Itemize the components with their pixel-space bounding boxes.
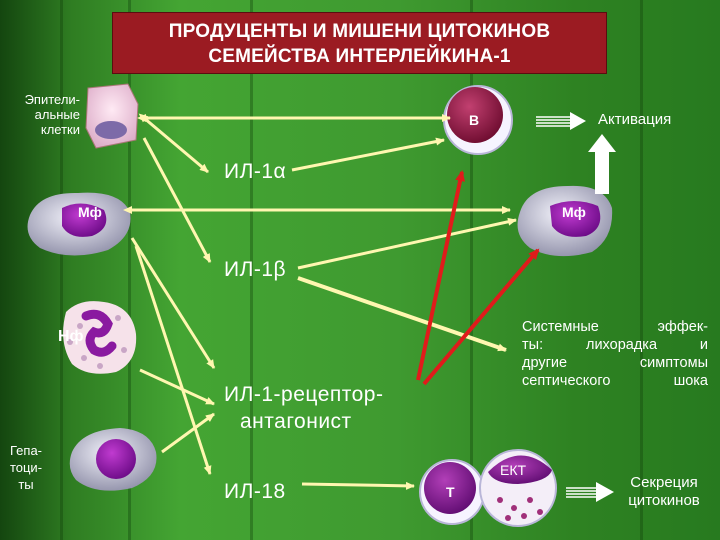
background-stripe <box>640 0 643 540</box>
hepatocytes-label-line-2: тоци- <box>9 460 43 475</box>
hepatocytes-label-line-1: Гепа- <box>10 443 42 458</box>
background-stripe <box>128 0 131 540</box>
epithelial-label-line-1: Эпители- <box>24 92 80 107</box>
arrow-macrophage-il18 <box>134 245 212 475</box>
arrow-macrophage-il1ra <box>130 237 216 369</box>
slide-title: ПРОДУЦЕНТЫ И МИШЕНИ ЦИТОКИНОВ СЕМЕЙСТВА … <box>112 12 607 74</box>
systemic-effects-line-2: ты: лихорадка и <box>522 337 708 353</box>
arrow-antagonist-b-cell <box>416 170 466 381</box>
background-stripe <box>470 0 473 540</box>
hepatocytes-label: Гепа- тоци- ты <box>4 442 48 493</box>
activation-label: Активация <box>598 111 672 128</box>
secretion-arrow-icon <box>566 482 614 502</box>
il1ra-label-line-2: антагонист <box>240 410 352 433</box>
b-cell-label: В <box>469 112 480 128</box>
systemic-effects-line-4: септического шока <box>522 373 708 389</box>
title-line-2: СЕМЕЙСТВА ИНТЕРЛЕЙКИНА-1 <box>208 46 511 67</box>
il1ra-label-line-1: ИЛ-1-рецептор- <box>224 383 384 406</box>
macrophage-target-icon <box>517 185 613 257</box>
b-cell-icon <box>443 85 513 155</box>
epithelial-label-line-3: клетки <box>40 122 80 137</box>
background-stripe <box>250 0 253 540</box>
antagonist-arrows <box>416 170 540 386</box>
epithelial-label: Эпители- альные клетки <box>8 92 80 137</box>
arrow-hepatocyte-il1ra <box>161 412 215 454</box>
il1ra-label: ИЛ-1-рецептор- антагонист <box>224 381 383 435</box>
arrow-il1b-macrophage <box>297 217 517 270</box>
t-cell-label: Т <box>446 484 455 500</box>
ekt-label: ЕКТ <box>500 462 527 478</box>
il1b-label: ИЛ-1β <box>224 258 287 281</box>
arrow-neutrophil-il1ra <box>139 368 215 406</box>
arrow-epithelial-il1a <box>138 113 209 174</box>
il18-label: ИЛ-18 <box>224 480 286 503</box>
producer-arrows <box>123 113 517 490</box>
secretion-label-line-1: Секреция <box>630 474 698 491</box>
il1a-label: ИЛ-1α <box>224 160 287 183</box>
systemic-effects-line-3: другие симптомы <box>522 355 708 371</box>
activation-arrow-icon <box>536 112 586 130</box>
arrow-epithelial-il1b <box>142 137 212 263</box>
title-line-1: ПРОДУЦЕНТЫ И МИШЕНИ ЦИТОКИНОВ <box>168 21 551 42</box>
epithelial-cell-icon <box>85 83 139 149</box>
arrow-antagonist-macrophage <box>422 248 540 386</box>
arrow-il18-t-cell <box>301 481 415 490</box>
nk-cell-icon <box>479 449 557 527</box>
arrow-il1b-systemic <box>297 276 507 352</box>
secretion-label-line-2: цитокинов <box>628 492 700 509</box>
macrophage-target-label: Мф <box>562 204 586 220</box>
background-stripe <box>60 0 63 540</box>
epithelial-label-line-2: альные <box>34 107 80 122</box>
macrophage-producer-icon <box>27 192 131 256</box>
neutrophil-producer-icon <box>63 301 137 374</box>
systemic-effects-line-1: Системные эффек- <box>522 319 708 335</box>
arrow-il1a-b-cell <box>291 137 445 172</box>
activation-up-arrow-icon <box>588 134 616 194</box>
macrophage-producer-label: Мф <box>78 204 102 220</box>
systemic-effects-label: Системные эффек- ты: лихорадка и другие … <box>522 318 708 390</box>
hepatocytes-label-line-3: ты <box>18 477 34 492</box>
neutrophil-label: Нф <box>58 328 84 345</box>
hepatocyte-icon <box>69 428 157 491</box>
secretion-label: Секреция цитокинов <box>614 474 714 510</box>
